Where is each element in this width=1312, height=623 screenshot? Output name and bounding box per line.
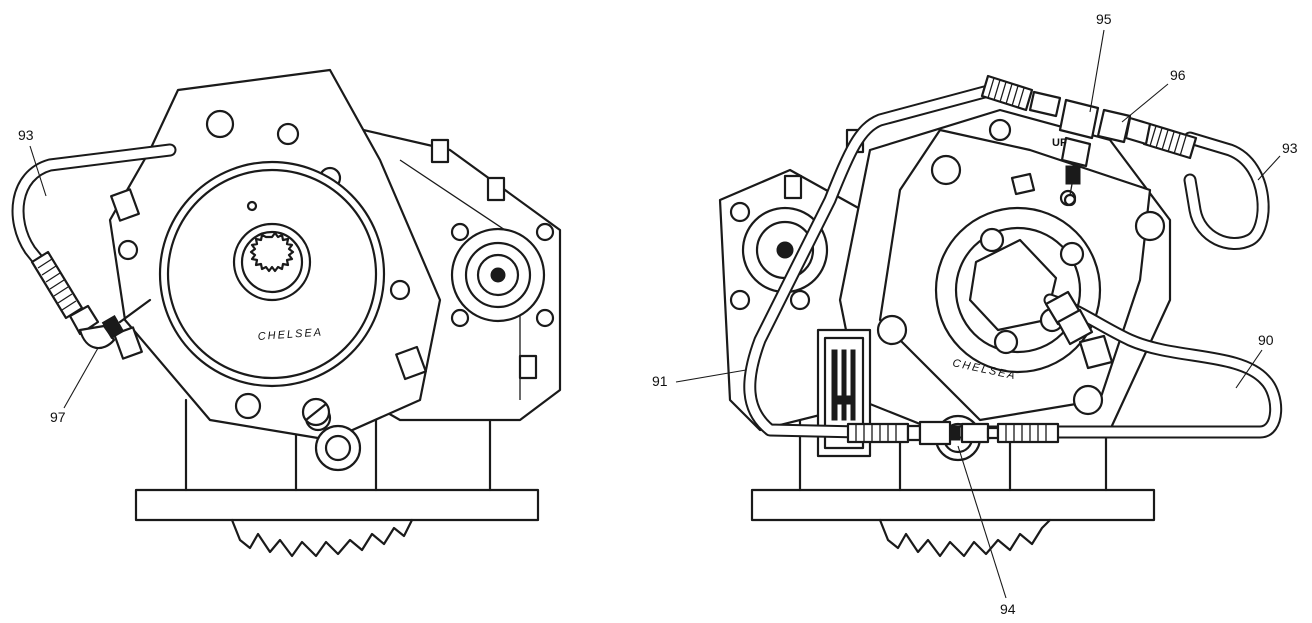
callout-91: 91 bbox=[652, 373, 668, 389]
left-elbow-fitting-97 bbox=[68, 298, 152, 350]
right-view-pto-assembly: CHELSEA bbox=[718, 74, 1283, 558]
callout-93-right: 93 bbox=[1282, 140, 1298, 156]
left-mounting-legs bbox=[184, 398, 492, 492]
callout-93-left: 93 bbox=[18, 127, 34, 143]
left-spline-shaft bbox=[249, 231, 295, 273]
callout-96: 96 bbox=[1170, 67, 1186, 83]
leader-96 bbox=[1121, 83, 1169, 123]
left-flange-bolt bbox=[205, 109, 235, 139]
leader-97 bbox=[63, 347, 99, 409]
leader-93-left bbox=[29, 145, 47, 197]
callout-97: 97 bbox=[50, 409, 66, 425]
right-tee-fitting-95: UF bbox=[1028, 90, 1100, 207]
left-base-plate bbox=[134, 488, 540, 522]
left-drive-gear bbox=[230, 518, 414, 558]
right-adapter-fitting-96 bbox=[1096, 108, 1152, 146]
right-bottom-ferrule-right bbox=[996, 422, 1060, 444]
right-base-plate bbox=[750, 488, 1156, 522]
right-top-ferrule-left bbox=[980, 74, 1034, 112]
leader-95 bbox=[1089, 29, 1105, 113]
right-top-ferrule-right bbox=[1142, 122, 1198, 160]
left-lower-boss bbox=[314, 424, 362, 472]
right-fitting-label: UF bbox=[1052, 137, 1067, 149]
right-drive-gear bbox=[878, 518, 1052, 558]
right-bottom-ferrule-left bbox=[846, 422, 910, 444]
leader-90 bbox=[1235, 349, 1263, 389]
left-brand-label: CHELSEA bbox=[257, 326, 323, 343]
callout-95: 95 bbox=[1096, 11, 1112, 27]
right-center-fitting bbox=[1044, 290, 1114, 370]
leader-93-right bbox=[1257, 155, 1281, 181]
left-output-hub bbox=[232, 222, 312, 302]
callout-94: 94 bbox=[1000, 601, 1016, 617]
callouts: 93 97 95 96 93 90 91 94 bbox=[18, 11, 1298, 617]
leader-91 bbox=[675, 369, 747, 383]
leader-94 bbox=[957, 445, 1007, 599]
left-view-pto-assembly: CHELSEA bbox=[11, 68, 562, 558]
callout-90: 90 bbox=[1258, 332, 1274, 348]
left-hose-ferrule bbox=[30, 250, 84, 320]
right-mounting-legs bbox=[798, 418, 1108, 492]
right-bottom-fitting-94 bbox=[906, 420, 1000, 446]
